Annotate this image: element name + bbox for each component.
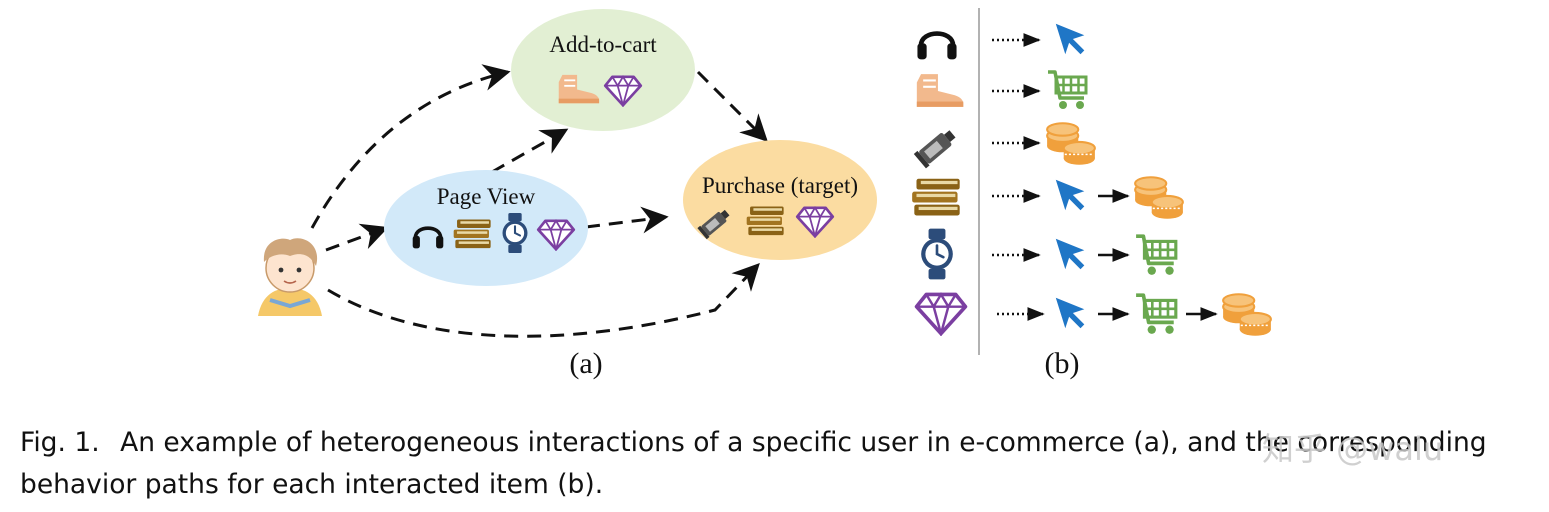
books-icon (746, 206, 784, 236)
watermark: 知乎 @walu (1262, 430, 1444, 468)
cursor-icon (1055, 23, 1085, 55)
cursor-icon (1055, 179, 1085, 211)
edge-addtocart-to-purchase (696, 70, 768, 142)
panel-b: (b) (912, 8, 1272, 380)
user-avatar (258, 238, 322, 316)
coins-icon (1134, 176, 1184, 220)
figure-caption: Fig. 1. An example of heterogeneous inte… (20, 422, 1530, 506)
watch-icon (919, 227, 955, 281)
figure-illustration: Add-to-cart Page View Purchase (target) … (258, 8, 1272, 380)
node-add-to-cart-label: Add-to-cart (549, 32, 657, 57)
cursor-icon (1055, 238, 1085, 270)
panel-a: Add-to-cart Page View Purchase (target) … (258, 9, 877, 380)
node-purchase (683, 140, 877, 260)
node-purchase-label: Purchase (target) (702, 173, 858, 198)
edge-user-to-pageview (325, 223, 389, 252)
cart-icon (1134, 234, 1178, 277)
books-icon (453, 219, 491, 249)
caption-text: An example of heterogeneous interactions… (20, 427, 1487, 500)
node-add-to-cart (511, 9, 695, 131)
coins-icon (1046, 122, 1096, 166)
cursor-icon (1055, 297, 1085, 329)
edge-user-to-addtocart (310, 64, 511, 229)
edge-pageview-to-addtocart (491, 128, 569, 174)
boot-icon (915, 73, 965, 108)
figure-number: Fig. 1. (20, 427, 100, 458)
edge-user-to-purchase (327, 263, 760, 338)
diamond-icon (914, 292, 968, 336)
headphones-icon (917, 34, 956, 60)
node-page-view-label: Page View (437, 184, 536, 209)
node-page-view (384, 170, 588, 286)
tube-icon (913, 126, 959, 169)
coins-icon (1222, 293, 1272, 337)
panel-b-label: (b) (1045, 347, 1080, 380)
cart-icon (1046, 70, 1088, 111)
edge-pageview-to-purchase (585, 206, 669, 234)
cart-icon (1134, 293, 1178, 336)
panel-a-label: (a) (569, 347, 602, 380)
books-icon (912, 178, 960, 216)
